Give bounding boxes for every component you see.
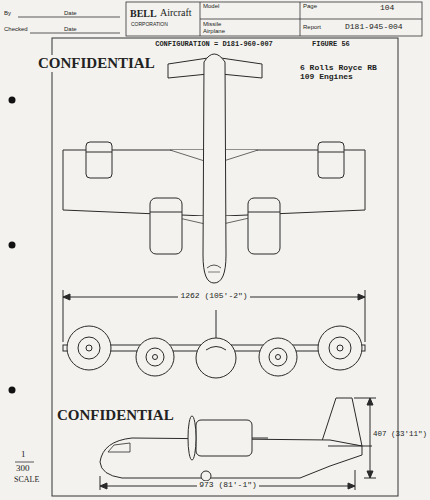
- header-field: Date: [64, 26, 77, 33]
- header-field: Model: [203, 3, 219, 10]
- dimension-label: 973 (81'-1"): [197, 481, 259, 490]
- scale-note: 300: [16, 464, 30, 474]
- report-number: D181-945-004: [345, 23, 403, 32]
- header-field: By: [4, 10, 11, 17]
- header-field: Missile: [203, 21, 221, 28]
- header-field: Report: [303, 24, 321, 31]
- header-field: Airplane: [203, 28, 225, 35]
- figure-number: FIGURE 56: [312, 41, 350, 49]
- engine-note: 6 Rolls Royce RB 109 Engines: [300, 64, 380, 82]
- dimension-label: 407 (33'11"): [373, 430, 427, 438]
- scale-note: SCALE: [14, 476, 39, 485]
- company-name: CORPORATION: [131, 22, 168, 28]
- classification-stamp: CONFIDENTIAL: [57, 407, 174, 424]
- header-field: Page: [303, 3, 317, 10]
- classification-stamp: CONFIDENTIAL: [36, 55, 157, 72]
- company-logo: BELL: [130, 8, 157, 19]
- company-logo: Aircraft: [160, 7, 192, 18]
- header-field: Checked: [4, 26, 28, 33]
- dimension-label: 1262 (105'-2"): [178, 292, 249, 301]
- header-field: Date: [64, 10, 77, 17]
- page-number: 104: [380, 4, 394, 13]
- scale-note: 1: [21, 450, 26, 460]
- configuration-title: CONFIGURATION = D181-960-007: [153, 41, 275, 49]
